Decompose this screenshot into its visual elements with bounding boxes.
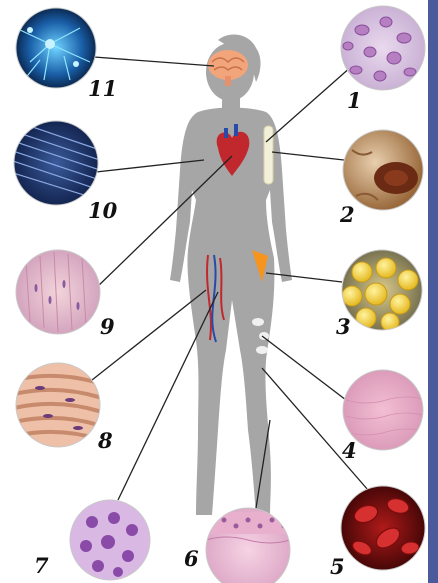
label-11: 11 — [88, 78, 117, 99]
human-silhouette — [170, 34, 292, 515]
label-7: 7 — [34, 555, 49, 576]
label-3: 3 — [336, 316, 351, 337]
label-6: 6 — [184, 548, 199, 569]
label-5: 5 — [330, 556, 345, 577]
label-10: 10 — [88, 200, 117, 221]
micrograph-6-epithelium — [204, 508, 294, 583]
label-8: 8 — [98, 430, 113, 451]
humerus-bone-shape — [264, 126, 273, 184]
micrograph-8-muscle — [14, 363, 102, 447]
label-1: 1 — [347, 90, 362, 111]
label-4: 4 — [342, 440, 357, 461]
label-9: 9 — [100, 316, 115, 337]
label-2: 2 — [340, 204, 355, 225]
